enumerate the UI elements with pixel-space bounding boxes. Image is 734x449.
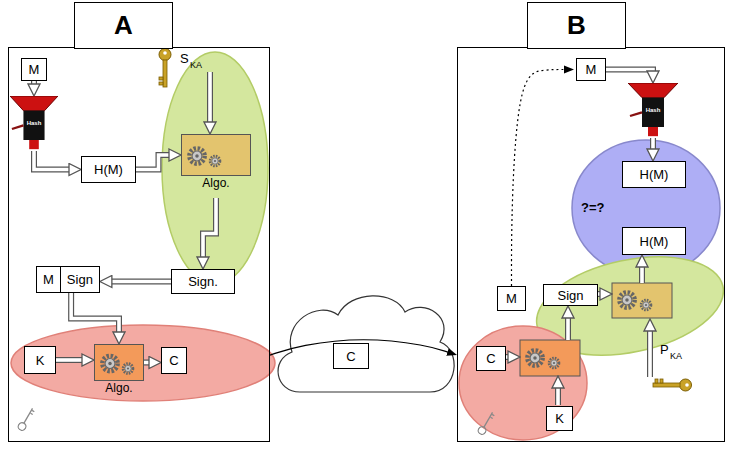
secret-key-icon (17, 406, 36, 431)
arrow-outline (203, 198, 216, 259)
comparison-region (572, 140, 720, 276)
gear-icon (549, 358, 559, 368)
arrow-line (203, 198, 216, 259)
message-box: M (21, 58, 47, 81)
flow-arrow (606, 70, 653, 74)
gear-icon (619, 292, 634, 307)
flow-arrow (144, 362, 151, 363)
node-label: H(M) (640, 234, 669, 249)
arrow-line (651, 138, 655, 151)
hash-function: Hash (10, 96, 58, 151)
arrow-line (56, 358, 84, 362)
signing-algorithm: Algo. (181, 134, 251, 176)
panel-tab: B (527, 2, 626, 49)
decryption-region (459, 326, 587, 440)
encryption-region (11, 325, 275, 401)
arrow-line (136, 155, 171, 170)
key-label: P (660, 343, 669, 356)
node-label: Sign (60, 267, 99, 292)
flow-arrow (136, 155, 171, 170)
key-box: K (24, 346, 56, 374)
arrow-outline (606, 70, 653, 74)
node-label: M (586, 62, 597, 77)
hash-label: Hash (642, 107, 664, 113)
algorithm-label: Algo. (83, 381, 155, 395)
arrow-outline (31, 81, 37, 86)
public-key-icon (653, 379, 692, 391)
flow-arrow (110, 281, 171, 282)
decrypt-algorithm-box (520, 340, 580, 376)
panel-frame: AMHashH(M)Algo.Sign.MSignKAlgo.C (8, 47, 270, 442)
node-label: K (36, 353, 45, 368)
private-key-icon (159, 49, 171, 88)
panel-tab: A (74, 2, 173, 49)
verify-algorithm-box (612, 283, 672, 318)
algorithm-label: Algo. (170, 176, 262, 190)
gear-icon (527, 350, 542, 365)
ciphertext-box: C (161, 347, 187, 374)
arrow-outline (110, 279, 171, 285)
arrow-outline (71, 293, 119, 334)
node-label: C (346, 349, 355, 364)
flow-arrow (203, 198, 216, 259)
arrow-line (110, 280, 171, 284)
arrow-line (512, 70, 567, 287)
message-signature-box: MSign (36, 266, 100, 293)
hash-function: Hash (628, 83, 678, 138)
arrow-outline (650, 138, 656, 151)
hash-value-box: H(M) (622, 161, 686, 188)
flow-arrow (653, 138, 654, 151)
ciphertext-box: C (476, 346, 506, 371)
flow-arrow (34, 81, 35, 86)
message-box: M (576, 58, 606, 81)
node-label: K (555, 411, 564, 426)
panel-title: B (567, 10, 586, 41)
network-cloud (278, 296, 454, 392)
panel-title: A (114, 10, 133, 41)
encryption-algorithm: Algo. (94, 344, 144, 381)
node-label: C (169, 353, 178, 368)
arrow-line (144, 361, 151, 365)
node-label: M (37, 267, 60, 292)
arrow-outline (34, 151, 71, 170)
ciphertext-box: C (333, 343, 369, 369)
node-label: Sign. (188, 274, 218, 289)
flow-arrow (34, 151, 71, 170)
arrow-outline (144, 360, 151, 366)
secret-key-icon (477, 410, 496, 435)
message-box: M (497, 286, 526, 311)
flow-arrow (56, 360, 84, 361)
arrow-line (606, 70, 653, 74)
hash-value-box: H(M) (81, 156, 136, 183)
key-label: KA (670, 352, 682, 361)
key-label: S (180, 52, 189, 65)
arrow-line (32, 81, 36, 86)
signing-region (162, 52, 268, 284)
flow-arrow (71, 293, 119, 334)
transfer-arrow (512, 70, 567, 287)
signature-box: Sign (543, 284, 598, 306)
panel-frame: BMHashH(M)H(M)MSignCK (457, 47, 725, 442)
node-label: Sign (557, 288, 583, 303)
arrow-line (71, 293, 119, 334)
node-label: M (29, 62, 40, 77)
gear-icon (182, 135, 250, 175)
node-label: M (506, 291, 517, 306)
node-label: H(M) (94, 162, 123, 177)
gear-icon (641, 300, 651, 310)
key-label: ?=? (581, 201, 604, 214)
arrow-outline (56, 357, 84, 363)
node-label: H(M) (640, 167, 669, 182)
hash-value-box: H(M) (622, 227, 686, 255)
arrow-line (34, 151, 71, 170)
signature-box: Sign. (171, 269, 235, 294)
node-label: C (486, 351, 495, 366)
gear-icon (95, 345, 143, 380)
key-box: K (546, 406, 573, 431)
hash-label: Hash (23, 120, 44, 126)
arrow-outline (136, 155, 171, 170)
flow-arrow (210, 72, 650, 405)
key-label: KA (190, 61, 202, 70)
